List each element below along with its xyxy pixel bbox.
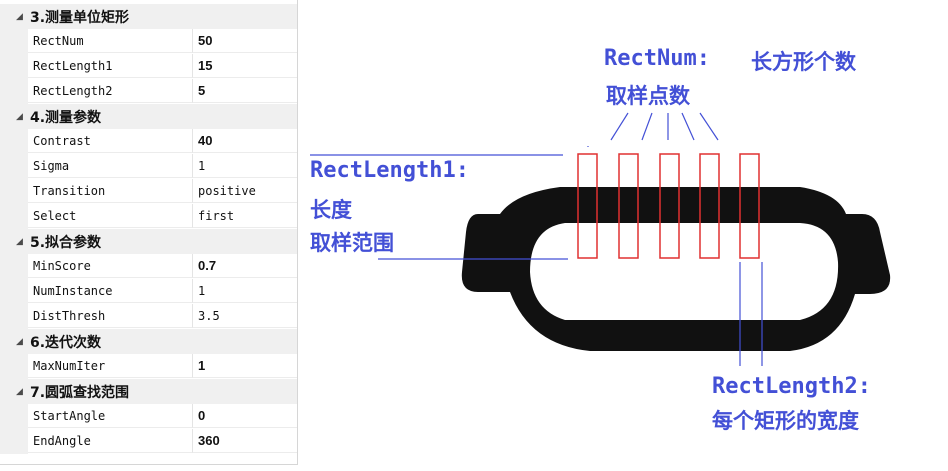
- collapse-icon[interactable]: ◢: [16, 236, 23, 247]
- property-row[interactable]: DistThresh 3.5: [0, 304, 297, 329]
- rectlength1-desc1: 长度: [310, 198, 352, 222]
- measure-rect: [618, 153, 639, 259]
- category-measure-rect[interactable]: ◢ 3.测量单位矩形: [0, 4, 297, 29]
- part-illustration: [310, 112, 891, 366]
- property-row[interactable]: EndAngle 360: [0, 429, 297, 454]
- measurement-diagram: RectNum: 长方形个数 取样点数 RectLength1: 长度 取样范围…: [298, 0, 948, 471]
- rectnum-pointers: [587, 112, 719, 147]
- rectnum-desc2: 取样点数: [606, 84, 690, 108]
- property-name: DistThresh: [28, 304, 193, 328]
- category-fit-params[interactable]: ◢ 5.拟合参数: [0, 229, 297, 254]
- collapse-icon[interactable]: ◢: [16, 386, 23, 397]
- property-value[interactable]: 1: [193, 354, 297, 378]
- property-row[interactable]: MinScore 0.7: [0, 254, 297, 279]
- property-row[interactable]: RectLength2 5: [0, 79, 297, 104]
- property-value[interactable]: first: [193, 204, 297, 228]
- rectlength2-label: RectLength2:: [712, 374, 871, 399]
- property-row[interactable]: Transition positive: [0, 179, 297, 204]
- measure-rect: [739, 153, 760, 259]
- category-measure-params[interactable]: ◢ 4.测量参数: [0, 104, 297, 129]
- property-name: Contrast: [28, 129, 193, 153]
- collapse-icon[interactable]: ◢: [16, 11, 23, 22]
- property-row[interactable]: Contrast 40: [0, 129, 297, 154]
- property-name: StartAngle: [28, 404, 193, 428]
- property-name: Select: [28, 204, 193, 228]
- property-name: NumInstance: [28, 279, 193, 303]
- measure-rect: [699, 153, 720, 259]
- measure-rect: [577, 153, 598, 259]
- property-value[interactable]: 50: [193, 29, 297, 53]
- property-name: RectLength2: [28, 79, 193, 103]
- property-value[interactable]: 40: [193, 129, 297, 153]
- property-value[interactable]: 1: [193, 154, 297, 178]
- category-title: 7.圆弧查找范围: [30, 384, 130, 401]
- rectlength1-label: RectLength1:: [310, 158, 469, 183]
- property-grid: ◢ 3.测量单位矩形 RectNum 50 RectLength1 15 Rec…: [0, 0, 298, 465]
- property-name: Transition: [28, 179, 193, 203]
- property-value[interactable]: 1: [193, 279, 297, 303]
- category-arc-search-range[interactable]: ◢ 7.圆弧查找范围: [0, 379, 297, 404]
- property-name: EndAngle: [28, 429, 193, 453]
- category-title: 6.迭代次数: [30, 334, 102, 351]
- collapse-icon[interactable]: ◢: [16, 111, 23, 122]
- property-row[interactable]: StartAngle 0: [0, 404, 297, 429]
- property-value[interactable]: 3.5: [193, 304, 297, 328]
- property-row[interactable]: RectLength1 15: [0, 54, 297, 79]
- property-row[interactable]: Sigma 1: [0, 154, 297, 179]
- property-value[interactable]: 15: [193, 54, 297, 78]
- property-value[interactable]: 0.7: [193, 254, 297, 278]
- property-value[interactable]: positive: [193, 179, 297, 203]
- property-name: MinScore: [28, 254, 193, 278]
- category-title: 5.拟合参数: [30, 234, 102, 251]
- rectnum-label: RectNum:: [604, 46, 710, 71]
- property-value[interactable]: 5: [193, 79, 297, 103]
- category-title: 3.测量单位矩形: [30, 9, 130, 26]
- property-row[interactable]: RectNum 50: [0, 29, 297, 54]
- rectlength1-desc2: 取样范围: [310, 231, 394, 255]
- property-row[interactable]: MaxNumIter 1: [0, 354, 297, 379]
- part-outline: [461, 187, 891, 351]
- collapse-icon[interactable]: ◢: [16, 336, 23, 347]
- property-name: MaxNumIter: [28, 354, 193, 378]
- rectnum-desc: 长方形个数: [751, 50, 856, 74]
- property-name: RectLength1: [28, 54, 193, 78]
- property-row[interactable]: NumInstance 1: [0, 279, 297, 304]
- property-name: RectNum: [28, 29, 193, 53]
- property-value[interactable]: 360: [193, 429, 297, 453]
- property-name: Sigma: [28, 154, 193, 178]
- rectlength2-desc: 每个矩形的宽度: [712, 409, 859, 433]
- category-iterations[interactable]: ◢ 6.迭代次数: [0, 329, 297, 354]
- category-title: 4.测量参数: [30, 109, 102, 126]
- measure-rect: [659, 153, 680, 259]
- property-value[interactable]: 0: [193, 404, 297, 428]
- property-row[interactable]: Select first: [0, 204, 297, 229]
